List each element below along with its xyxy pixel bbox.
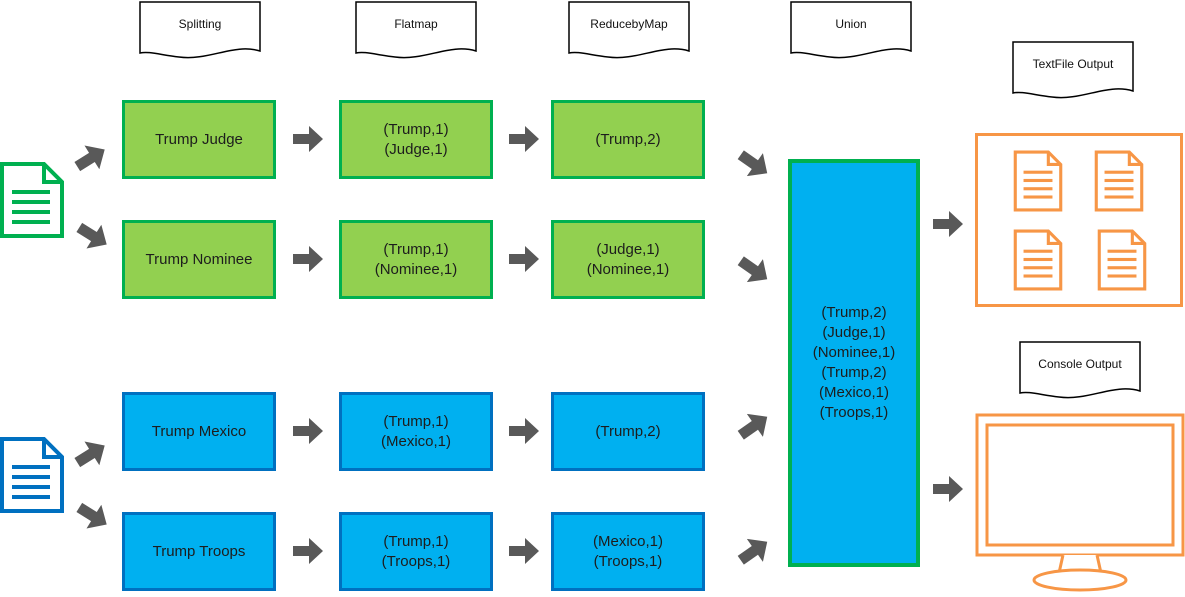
file-icon [1013, 150, 1063, 212]
file-icon [1094, 150, 1144, 212]
stage-label-textfile-output: TextFile Output [1012, 41, 1134, 99]
textfile-output-panel [975, 133, 1183, 307]
stage-label-text: Splitting [178, 17, 222, 31]
stage-label-text: Console Output [1038, 357, 1122, 371]
reduce-box: (Judge,1) (Nominee,1) [551, 220, 705, 299]
document-icon [0, 162, 64, 238]
reduce-box: (Trump,2) [551, 100, 705, 179]
arrow-icon [732, 143, 776, 185]
stage-label-flatmap: Flatmap [355, 1, 477, 59]
stage-label-union: Union [790, 1, 912, 59]
arrow-icon [293, 126, 323, 152]
arrow-icon [509, 538, 539, 564]
flatmap-box: (Trump,1) (Judge,1) [339, 100, 493, 179]
document-icon [0, 437, 64, 513]
arrow-icon [71, 215, 115, 257]
flatmap-box: (Trump,1) (Nominee,1) [339, 220, 493, 299]
arrow-icon [69, 137, 113, 179]
stage-label-console-output: Console Output [1019, 341, 1141, 399]
arrow-icon [293, 246, 323, 272]
reduce-box: (Trump,2) [551, 392, 705, 471]
arrow-icon [71, 495, 115, 537]
stage-label-text: ReducebyMap [590, 17, 668, 31]
arrow-icon [509, 418, 539, 444]
stage-label-text: TextFile Output [1032, 57, 1114, 71]
arrow-icon [933, 476, 963, 502]
file-icon [1013, 229, 1063, 291]
stage-label-text: Union [835, 17, 867, 31]
arrow-icon [732, 530, 776, 572]
monitor-icon [975, 413, 1185, 592]
arrow-icon [509, 246, 539, 272]
split-box: Trump Judge [122, 100, 276, 179]
flatmap-box: (Trump,1) (Mexico,1) [339, 392, 493, 471]
arrow-icon [293, 418, 323, 444]
arrow-icon [732, 405, 776, 447]
arrow-icon [509, 126, 539, 152]
split-box: Trump Nominee [122, 220, 276, 299]
stage-label-text: Flatmap [394, 17, 438, 31]
arrow-icon [293, 538, 323, 564]
arrow-icon [69, 433, 113, 475]
stage-label-splitting: Splitting [139, 1, 261, 59]
union-box: (Trump,2) (Judge,1) (Nominee,1) (Trump,2… [788, 159, 920, 567]
split-box: Trump Mexico [122, 392, 276, 471]
split-box: Trump Troops [122, 512, 276, 591]
file-icon [1097, 229, 1147, 291]
flatmap-box: (Trump,1) (Troops,1) [339, 512, 493, 591]
stage-label-reducebymap: ReducebyMap [568, 1, 690, 59]
reduce-box: (Mexico,1) (Troops,1) [551, 512, 705, 591]
arrow-icon [933, 211, 963, 237]
arrow-icon [732, 249, 776, 291]
